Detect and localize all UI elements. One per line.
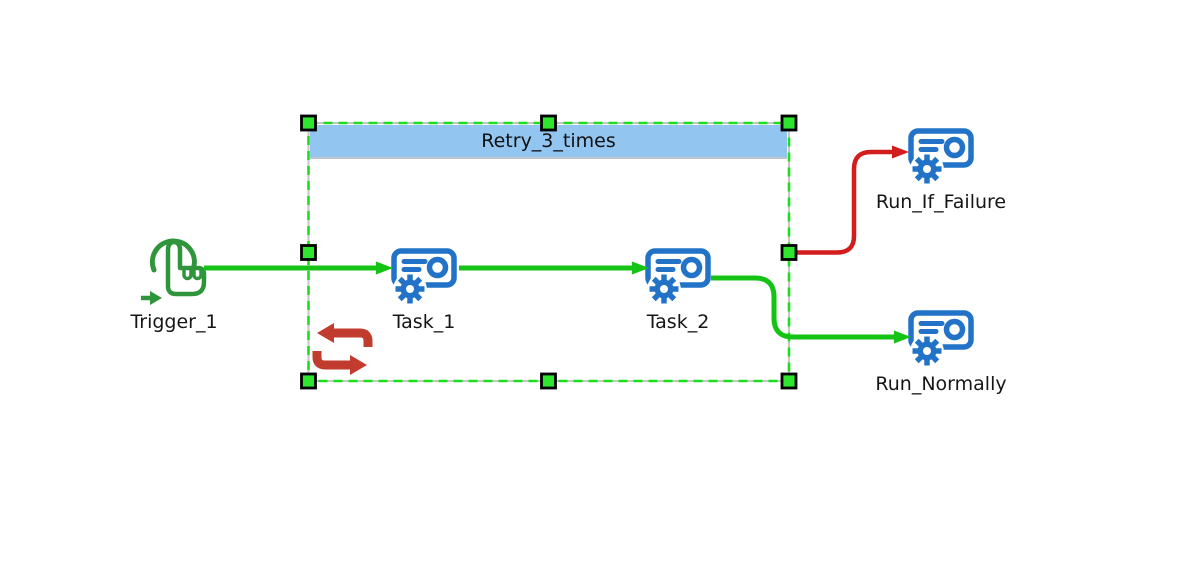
node-label: Run_Normally bbox=[875, 373, 1007, 395]
node-task-1[interactable]: Task_1 bbox=[339, 248, 509, 333]
group-title: Retry_3_times bbox=[481, 130, 616, 152]
selection-handle-middle-left[interactable] bbox=[300, 244, 317, 261]
node-label: Task_1 bbox=[392, 311, 456, 333]
action-gear-screen-icon bbox=[391, 248, 457, 306]
selection-handle-bottom-left[interactable] bbox=[300, 372, 317, 390]
node-label: Task_2 bbox=[646, 311, 710, 333]
node-trigger-1[interactable]: Trigger_1 bbox=[89, 234, 259, 333]
action-gear-screen-icon bbox=[908, 128, 974, 186]
group-header[interactable]: Retry_3_times bbox=[310, 125, 787, 159]
node-task-2[interactable]: Task_2 bbox=[593, 248, 763, 333]
action-gear-screen-icon bbox=[645, 248, 711, 306]
node-run-if-failure[interactable]: Run_If_Failure bbox=[856, 128, 1026, 213]
node-label: Trigger_1 bbox=[130, 311, 218, 333]
selection-handle-bottom-middle[interactable] bbox=[540, 372, 557, 390]
hand-tap-icon bbox=[140, 234, 208, 312]
node-run-normally[interactable]: Run_Normally bbox=[856, 310, 1026, 395]
selection-handle-bottom-right[interactable] bbox=[780, 372, 798, 390]
node-label: Run_If_Failure bbox=[875, 191, 1007, 213]
selection-handle-middle-right[interactable] bbox=[780, 244, 798, 261]
action-gear-screen-icon bbox=[908, 310, 974, 368]
